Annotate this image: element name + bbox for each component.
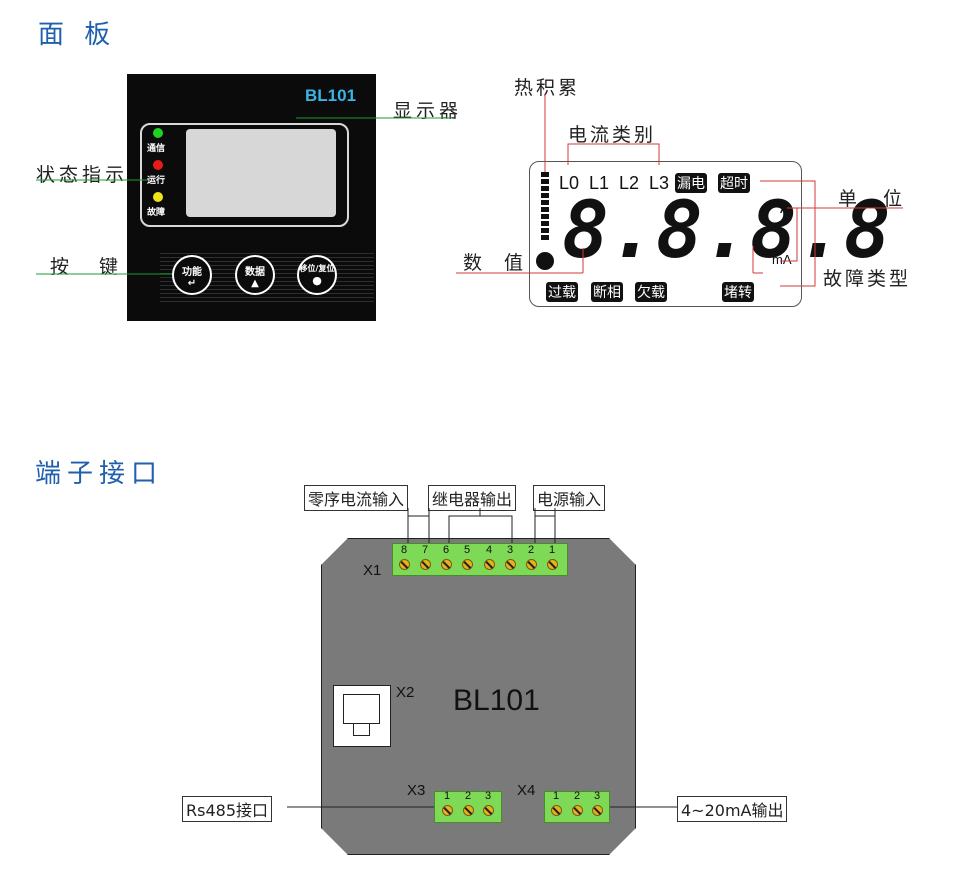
heat-accumulation-label: 热积累 — [514, 77, 581, 99]
lcd-unit-ma: mA — [772, 252, 792, 267]
x4-pin-2: 2 — [574, 790, 581, 802]
screw-icon — [526, 559, 537, 570]
lcd-label-l1: L1 — [589, 173, 610, 193]
section-title-terminal: 端子接口 — [35, 459, 164, 489]
x1-pin-7: 7 — [422, 544, 429, 556]
x1-pin-6: 6 — [443, 544, 450, 556]
lcd-label-l2: L2 — [619, 173, 640, 193]
shift-reset-button[interactable]: 移位/复位 ● — [297, 255, 337, 295]
device-name: BL101 — [453, 684, 540, 717]
function-button[interactable]: 功能 ↵ — [172, 255, 212, 295]
lcd-tag-underload: 欠载 — [635, 282, 667, 302]
rj-port-icon — [333, 685, 391, 747]
panel-brand: BL101 — [305, 86, 357, 105]
value-label: 数 值 — [463, 252, 532, 274]
lcd-label-l3: L3 — [649, 173, 670, 193]
lcd-tag-timeout: 超时 — [718, 173, 750, 193]
fault-type-label: 故障类型 — [823, 268, 912, 290]
x1-label: X1 — [363, 562, 382, 579]
screw-icon — [484, 559, 495, 570]
function-button-label: 功能 — [182, 267, 202, 278]
x3-pin-2: 2 — [465, 790, 472, 802]
display-screen — [186, 129, 336, 217]
data-button-label: 数据 — [245, 267, 265, 278]
x1-pin-8: 8 — [401, 544, 408, 556]
keys-label: 按 键 — [50, 256, 131, 278]
x1-pin-3: 3 — [507, 544, 514, 556]
led-comm-label: 通信 — [147, 144, 166, 154]
screw-icon — [442, 805, 453, 816]
screw-icon — [399, 559, 410, 570]
heat-bar — [541, 172, 549, 252]
relay-output-box: 继电器输出 — [428, 485, 517, 511]
screw-icon — [462, 559, 473, 570]
zero-sequence-input-box: 零序电流输入 — [304, 485, 409, 511]
analog-output-box: 4~20mA输出 — [677, 796, 788, 822]
x1-pin-5: 5 — [464, 544, 471, 556]
screw-icon — [505, 559, 516, 570]
data-button[interactable]: 数据 ▲ — [235, 255, 275, 295]
lcd-unit-a: A — [780, 200, 791, 217]
current-type-label: 电流类别 — [568, 124, 657, 146]
x2-label: X2 — [396, 684, 415, 701]
screw-icon — [547, 559, 558, 570]
led-comm — [153, 128, 163, 138]
power-input-box: 电源输入 — [533, 485, 606, 511]
x4-label: X4 — [517, 782, 536, 799]
x4-pin-3: 3 — [594, 790, 601, 802]
lcd-diagram — [529, 161, 802, 307]
lcd-label-l0: L0 — [559, 173, 580, 193]
display-frame — [140, 123, 349, 227]
lcd-tag-stall: 堵转 — [722, 282, 754, 302]
section-title-panel: 面 板 — [38, 20, 117, 50]
lcd-tag-leakage: 漏电 — [675, 173, 707, 193]
x1-pin-2: 2 — [528, 544, 535, 556]
screw-icon — [551, 805, 562, 816]
x1-pin-1: 1 — [549, 544, 556, 556]
enter-icon: ↵ — [187, 278, 197, 289]
x3-pin-1: 1 — [444, 790, 451, 802]
screw-icon — [592, 805, 603, 816]
shift-reset-button-label: 移位/复位 — [299, 264, 335, 273]
x4-pin-1: 1 — [553, 790, 560, 802]
led-run-label: 运行 — [147, 176, 166, 186]
screw-icon — [420, 559, 431, 570]
screw-icon — [572, 805, 583, 816]
led-fault-label: 故障 — [147, 208, 166, 218]
x3-pin-3: 3 — [485, 790, 492, 802]
screw-icon — [483, 805, 494, 816]
lcd-tag-phase-loss: 断相 — [591, 282, 623, 302]
screw-icon — [441, 559, 452, 570]
lcd-digits: 8.8.8.8 — [562, 186, 891, 276]
up-arrow-icon: ▲ — [251, 278, 259, 289]
heat-bulb — [536, 252, 554, 270]
led-run — [153, 160, 163, 170]
x1-pin-4: 4 — [486, 544, 493, 556]
rs485-interface-box: Rs485接口 — [182, 796, 272, 822]
led-fault — [153, 192, 163, 202]
unit-label: 单 位 — [838, 188, 913, 210]
x3-label: X3 — [407, 782, 426, 799]
display-label: 显示器 — [393, 100, 463, 122]
lcd-tag-overload: 过载 — [546, 282, 578, 302]
dot-icon: ● — [312, 274, 322, 287]
screw-icon — [463, 805, 474, 816]
